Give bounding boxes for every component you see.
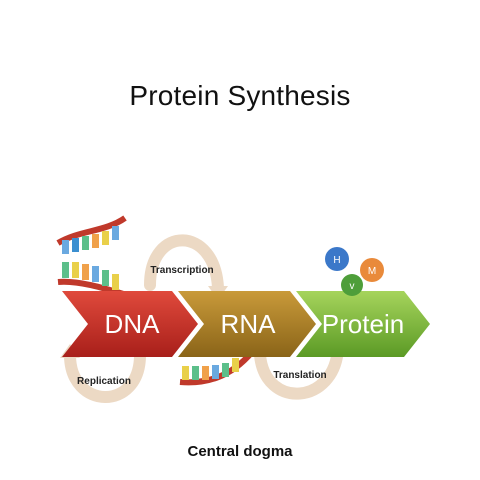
rna-label: RNA	[221, 309, 277, 339]
molecule-v-label: v	[350, 281, 355, 292]
transcription-label: Transcription	[150, 265, 213, 276]
dna-arrow	[62, 291, 198, 357]
protein-label: Protein	[322, 309, 404, 339]
translation-loop-arrow	[254, 342, 344, 400]
replication-label: Replication	[77, 376, 131, 387]
molecule-h-label: H	[333, 255, 340, 266]
page-title: Protein Synthesis	[129, 80, 351, 111]
molecule-v-circle	[341, 274, 363, 296]
dna-strand-illustration	[56, 215, 131, 299]
replication-loop-arrow	[64, 349, 146, 403]
molecule-h-circle	[325, 247, 349, 271]
translation-label: Translation	[273, 370, 326, 381]
rna-arrow	[178, 291, 316, 357]
rna-strand-illustration	[179, 350, 255, 386]
protein-arrow	[296, 291, 430, 357]
diagram-caption: Central dogma	[187, 443, 293, 460]
molecule-m-circle	[360, 258, 384, 282]
molecule-m-label: M	[368, 266, 376, 277]
dna-label: DNA	[105, 309, 161, 339]
transcription-loop-arrow	[144, 234, 224, 294]
